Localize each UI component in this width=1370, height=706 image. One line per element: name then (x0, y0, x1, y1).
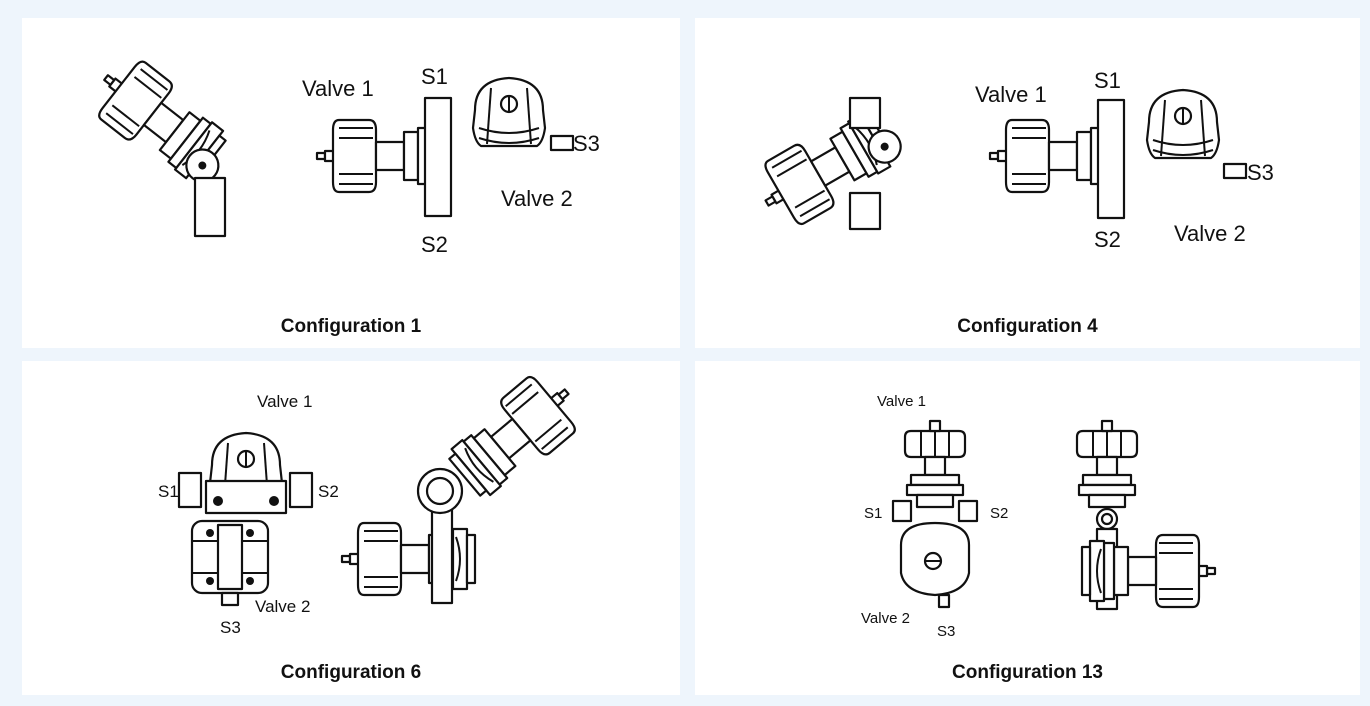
s3-label: S3 (937, 623, 955, 640)
valve-1-label: Valve 1 (877, 393, 926, 410)
valve-1-drawing (903, 419, 967, 509)
configuration-13-panel: Valve 1 S1 S2 Valve 2 S3 Configuration 1… (695, 361, 1360, 695)
configuration-4-panel: Valve 1 S1 S3 Valve 2 S2 Configuration 4 (695, 18, 1360, 348)
s1-port (891, 499, 913, 523)
configuration-6-panel: Valve 1 S1 S2 Valve 2 S3 Configuration 6 (22, 361, 680, 695)
valve-2-label: Valve 2 (255, 597, 310, 616)
valve-2-drawing (471, 76, 547, 148)
s3-port (549, 134, 575, 152)
s3-port (937, 593, 951, 609)
s2-label: S2 (421, 232, 448, 257)
angled-valve-drawing (82, 48, 235, 189)
configuration-4-diagram: Valve 1 S1 S3 Valve 2 S2 (747, 68, 1274, 252)
s1-s2-pipe (1096, 98, 1126, 220)
s2-label: S2 (318, 482, 339, 501)
configuration-13-caption: Configuration 13 (952, 662, 1103, 683)
valve-1-label: Valve 1 (975, 82, 1047, 107)
valve-2-label: Valve 2 (1174, 221, 1246, 246)
s2-label: S2 (990, 505, 1008, 522)
configuration-4-caption: Configuration 4 (957, 316, 1098, 337)
s3-label: S3 (573, 131, 600, 156)
s1-label: S1 (421, 64, 448, 89)
s2-port (957, 499, 979, 523)
angled-valve-port (193, 176, 227, 238)
valve-2-label: Valve 2 (501, 186, 573, 211)
configuration-6-caption: Configuration 6 (280, 662, 422, 683)
configuration-1-diagram: Valve 1 S1 S3 Valve 2 S2 (82, 48, 600, 257)
angled-valve-port-top (848, 96, 882, 130)
configuration-13-diagram: Valve 1 S1 S2 Valve 2 S3 (861, 393, 1217, 640)
s1-label: S1 (864, 505, 882, 522)
s3-label: S3 (1247, 160, 1274, 185)
s3-port (1222, 162, 1248, 180)
s2-label: S2 (1094, 227, 1121, 252)
upper-angled-valve-drawing (440, 363, 591, 506)
angled-valve-port-bottom (848, 191, 882, 231)
valve-2-drawing (1145, 88, 1221, 160)
angled-valve-drawing (747, 104, 902, 236)
configuration-1-panel: Valve 1 S1 S3 Valve 2 S2 Configuration 1 (22, 18, 680, 348)
s3-label: S3 (220, 618, 241, 637)
s1-label: S1 (158, 482, 179, 501)
lower-side-valve-drawing (1080, 533, 1217, 609)
upper-front-valve-drawing (1075, 419, 1139, 509)
s1-label: S1 (1094, 68, 1121, 93)
s1-s2-pipe (423, 96, 453, 218)
valve-1-label: Valve 1 (257, 392, 312, 411)
s2-port (288, 471, 314, 509)
valve-1-label: Valve 1 (302, 76, 374, 101)
configuration-1-caption: Configuration 1 (280, 316, 422, 337)
configuration-6-diagram: Valve 1 S1 S2 Valve 2 S3 (158, 363, 591, 637)
s1-port (177, 471, 203, 509)
s3-port (220, 591, 240, 607)
lower-side-valve-drawing (340, 521, 477, 597)
valve-2-label: Valve 2 (861, 610, 910, 627)
